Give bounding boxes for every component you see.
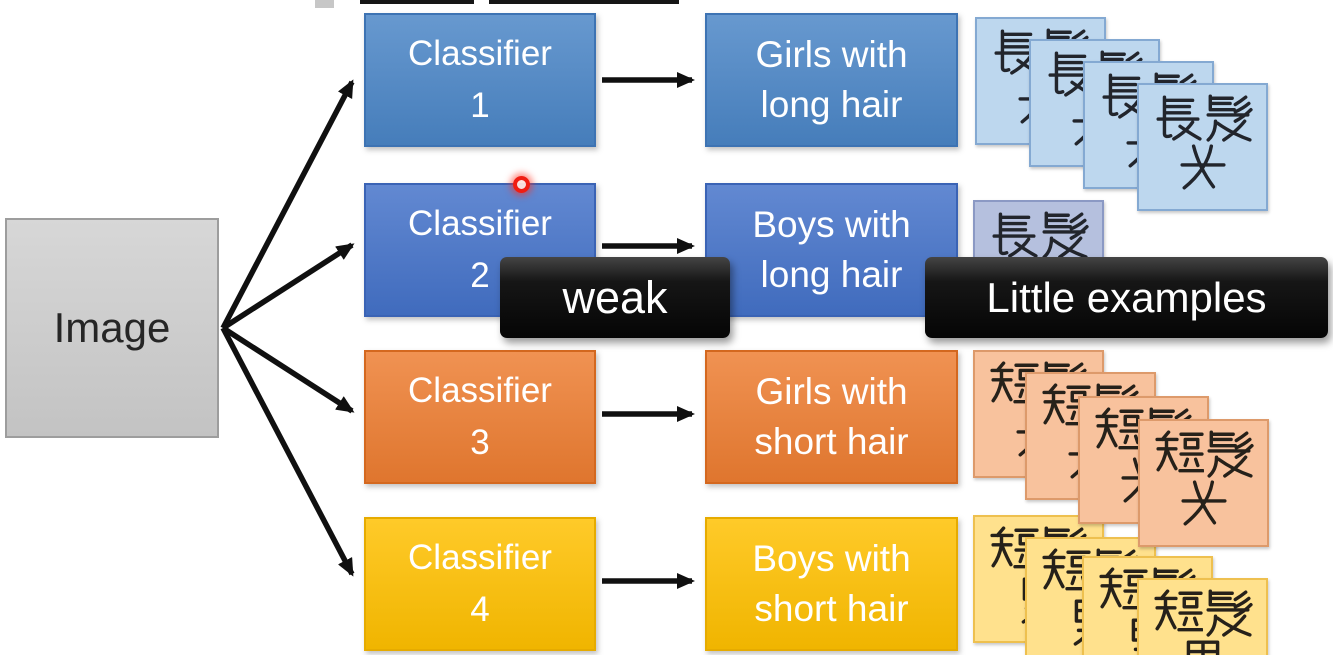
card-text-line [1178, 142, 1228, 192]
fan-arrow-4 [220, 326, 355, 577]
hanzi-glyph [1180, 480, 1227, 526]
example-card-short-hair-girl [1138, 419, 1269, 547]
hanzi-glyph [1179, 144, 1226, 190]
classifier-1-label: Classifier [408, 34, 552, 73]
output-label-line2: short hair [754, 421, 909, 462]
card-text-line [1153, 92, 1253, 142]
laser-pointer-dot [513, 176, 530, 193]
output-label-line1: Boys with [752, 204, 911, 245]
classifier-3-label: Classifier [408, 371, 552, 410]
slide-crop-artifact [489, 0, 679, 4]
output-label-line1: Girls with [755, 371, 908, 412]
card-text-line [1153, 587, 1253, 637]
classifier-4-box: Classifier 4 [364, 517, 596, 651]
fan-arrow-3 [221, 325, 355, 414]
classifier-3-box: Classifier 3 [364, 350, 596, 484]
output-label-line2: long hair [760, 84, 903, 125]
classifier-1-number: 1 [470, 86, 490, 125]
example-card-short-hair-boy [1137, 578, 1268, 655]
fan-arrow-2 [221, 242, 355, 331]
hanzi-glyph [1154, 430, 1204, 473]
output-girls-long-hair-box: Girls with long hair [705, 13, 958, 147]
classifier-3-number: 3 [470, 423, 490, 462]
classifier-1-box: Classifier 1 [364, 13, 596, 147]
hanzi-glyph [1094, 407, 1144, 450]
hanzi-glyph [1206, 430, 1254, 478]
slide-crop-artifact [360, 0, 474, 4]
classifier-2-box: Classifier 2 [364, 183, 596, 317]
card-text-line [1154, 428, 1254, 478]
hanzi-glyph [1155, 95, 1202, 141]
card-text-line [1179, 478, 1229, 528]
output-girls-short-hair-box: Girls with short hair [705, 350, 958, 484]
output-boys-long-hair-box: Boys with long hair [705, 183, 958, 317]
fan-arrow-1 [220, 79, 355, 330]
hanzi-glyph [1041, 211, 1089, 259]
output-label-line2: short hair [754, 588, 909, 629]
hanzi-glyph [1186, 640, 1219, 655]
slide-crop-artifact [315, 0, 334, 8]
input-image-box: Image [5, 218, 219, 438]
classifier-4-number: 4 [470, 590, 490, 629]
classifier-2-number: 2 [470, 256, 490, 295]
classifier-2-label: Classifier [408, 204, 552, 243]
output-label-line1: Boys with [752, 538, 911, 579]
hanzi-glyph [993, 29, 1040, 75]
hanzi-glyph [991, 212, 1038, 258]
hanzi-glyph [1205, 589, 1253, 637]
classifier-4-label: Classifier [408, 538, 552, 577]
weak-callout: weak [500, 257, 730, 338]
card-text-line [1178, 637, 1228, 655]
hanzi-glyph [1153, 589, 1203, 632]
little-examples-callout: Little examples [925, 257, 1328, 338]
card-text-line [989, 209, 1089, 259]
hanzi-glyph [1205, 94, 1253, 142]
output-label-line1: Girls with [755, 34, 908, 75]
example-card-long-hair-girl [1137, 83, 1268, 211]
hanzi-glyph [1047, 51, 1094, 97]
output-label-line2: long hair [760, 254, 903, 295]
output-boys-short-hair-box: Boys with short hair [705, 517, 958, 651]
hanzi-glyph [1101, 73, 1148, 119]
